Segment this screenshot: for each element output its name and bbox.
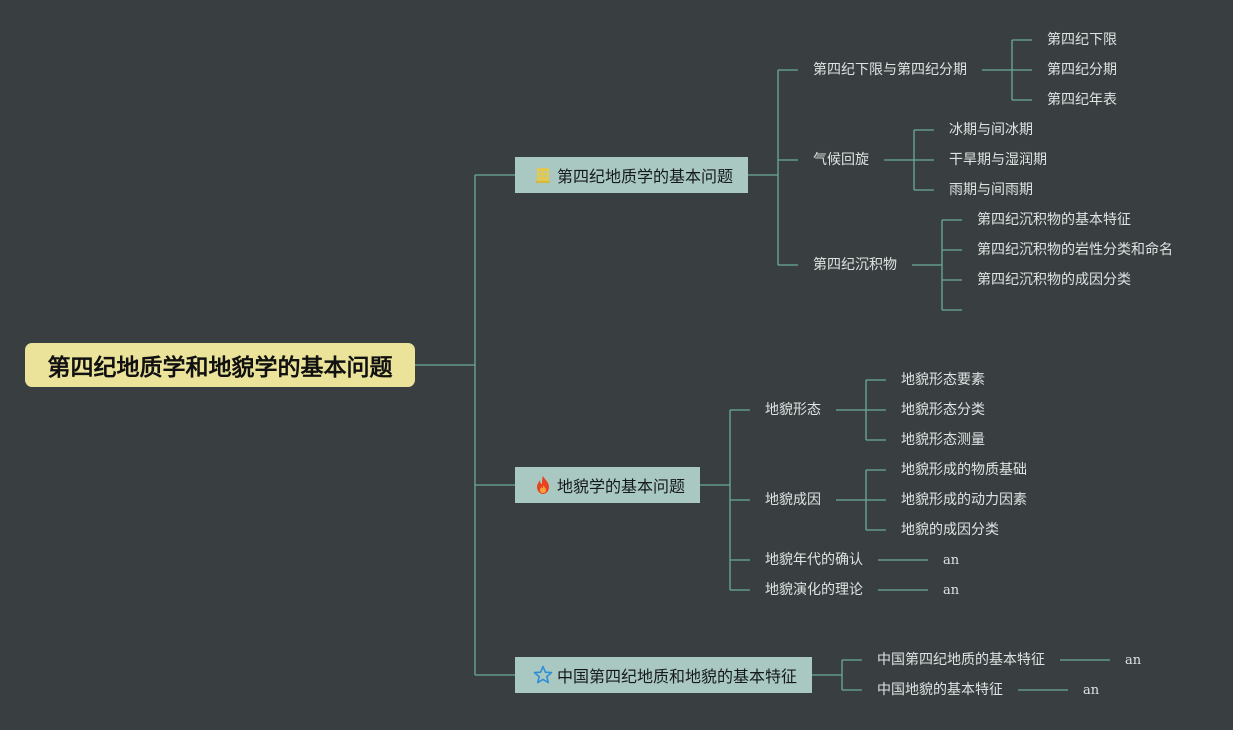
branch-china-features[interactable]: 中国第四纪地质和地貌的基本特征	[515, 657, 812, 693]
leaf-item[interactable]: an	[943, 583, 960, 598]
root-title: 第四纪地质学和地貌学的基本问题	[47, 355, 393, 381]
topic-landform-dating[interactable]: 地貌年代的确认	[765, 552, 863, 568]
leaf-item[interactable]: 第四纪分期	[1047, 62, 1117, 78]
branch-geomorphology[interactable]: 地貌学的基本问题	[515, 467, 700, 503]
leaf-item[interactable]: an	[943, 553, 960, 568]
branch-label: 地貌学的基本问题	[557, 477, 686, 496]
topic-landform-genesis[interactable]: 地貌成因	[765, 492, 821, 508]
root-topic[interactable]: 第四纪地质学和地貌学的基本问题	[25, 343, 415, 387]
leaf-item[interactable]: 第四纪沉积物的成因分类	[977, 272, 1131, 288]
leaf-item[interactable]: 冰期与间冰期	[949, 122, 1033, 138]
topic-china-landform-features[interactable]: 中国地貌的基本特征	[877, 682, 1003, 698]
topic-china-quaternary-geology-features[interactable]: 中国第四纪地质的基本特征	[877, 652, 1045, 668]
branch-label: 第四纪地质学的基本问题	[557, 167, 734, 186]
leaf-item[interactable]: 雨期与间雨期	[949, 182, 1033, 198]
leaf-item[interactable]: 地貌的成因分类	[901, 522, 999, 538]
fire-icon	[533, 475, 553, 495]
leaf-item[interactable]: 地貌形态要素	[901, 372, 985, 388]
star-icon	[533, 665, 553, 685]
leaf-item[interactable]: 地貌形成的动力因素	[901, 492, 1027, 508]
topic-quaternary-deposits[interactable]: 第四纪沉积物	[813, 257, 897, 273]
topic-climate-cycles[interactable]: 气候回旋	[813, 152, 869, 168]
leaf-item[interactable]: 第四纪沉积物的基本特征	[977, 212, 1131, 228]
building-icon	[533, 165, 553, 185]
leaf-item[interactable]: 地貌形态分类	[901, 402, 985, 418]
topic-landform-evolution-theory[interactable]: 地貌演化的理论	[765, 582, 863, 598]
leaf-item[interactable]: 第四纪下限	[1047, 32, 1117, 48]
leaf-item[interactable]: 干旱期与湿润期	[949, 152, 1047, 168]
topic-quaternary-lower-limit-and-division[interactable]: 第四纪下限与第四纪分期	[813, 62, 967, 78]
leaf-item[interactable]: 地貌形态测量	[901, 432, 985, 448]
branch-quaternary-geology[interactable]: 第四纪地质学的基本问题	[515, 157, 748, 193]
leaf-item[interactable]: 第四纪沉积物的岩性分类和命名	[977, 242, 1173, 258]
leaf-item[interactable]: 地貌形成的物质基础	[901, 462, 1027, 478]
topic-landform-morphology[interactable]: 地貌形态	[765, 402, 821, 418]
branch-label: 中国第四纪地质和地貌的基本特征	[557, 667, 798, 686]
leaf-item[interactable]: an	[1125, 653, 1142, 668]
leaf-item[interactable]: 第四纪年表	[1047, 92, 1117, 108]
leaf-item[interactable]: an	[1083, 683, 1100, 698]
